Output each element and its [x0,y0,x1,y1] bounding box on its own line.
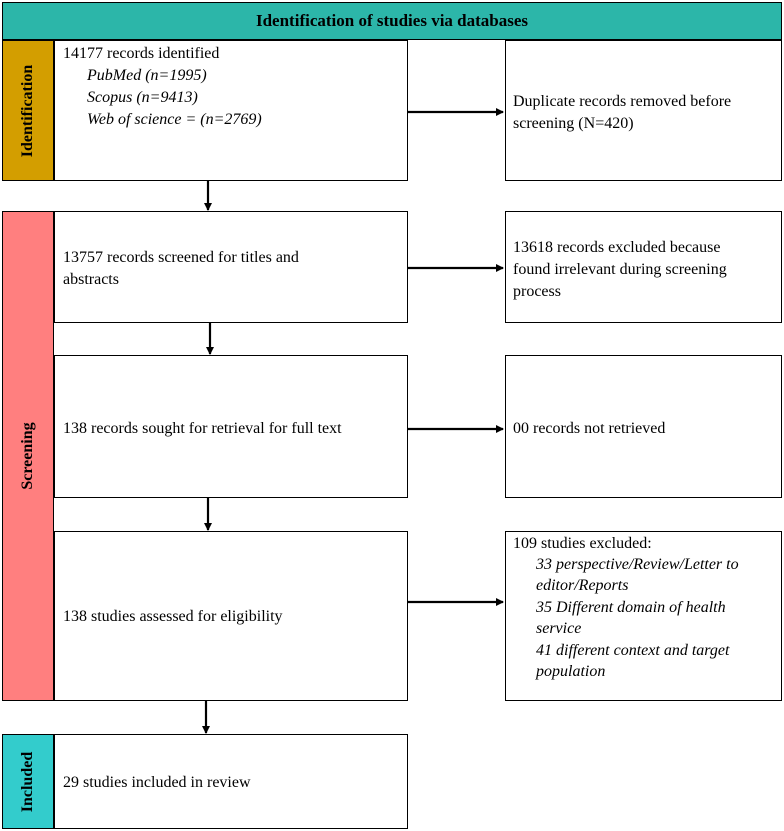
excluded-reason-2b: service [536,620,582,637]
included-text: 29 studies included in review [63,774,251,791]
header-title: Identification of studies via databases [255,11,529,30]
records-not-retrieved-box: 00 records not retrieved [505,355,782,498]
records-excluded-box: 13618 records excluded because found irr… [505,211,782,323]
studies-included-box: 29 studies included in review [54,734,408,829]
stage-included: Included [2,734,54,829]
assessed-text: 138 studies assessed for eligibility [63,608,283,625]
screened-line-1: 13757 records screened for titles and [63,249,299,266]
duplicates-line-2: screening (N=420) [513,115,634,132]
records-identified-title: 14177 records identified [63,45,220,62]
source-web-of-science: Web of science = (n=2769) [87,111,262,128]
excluded-screening-line-3: process [513,283,561,300]
records-identified-box: 14177 records identified PubMed (n=1995)… [54,40,408,181]
records-sought-box: 138 records sought for retrieval for ful… [54,355,408,498]
stage-identification: Identification [2,40,54,181]
studies-excluded-box: 109 studies excluded: 33 perspective/Rev… [505,531,782,701]
excluded-reason-3b: population [536,663,606,680]
studies-assessed-box: 138 studies assessed for eligibility [54,531,408,701]
source-scopus: Scopus (n=9413) [87,89,198,106]
excluded-screening-line-1: 13618 records excluded because [513,239,721,256]
sought-text: 138 records sought for retrieval for ful… [63,420,342,437]
duplicates-removed-box: Duplicate records removed before screeni… [505,40,782,181]
excluded-screening-line-2: found irrelevant during screening [513,261,727,278]
stage-screening: Screening [2,211,54,701]
duplicates-line-1: Duplicate records removed before [513,93,732,110]
records-screened-box: 13757 records screened for titles and ab… [54,211,408,323]
excluded-reason-2a: 35 Different domain of health [536,599,726,616]
source-pubmed: PubMed (n=1995) [87,67,207,84]
screened-line-2: abstracts [63,271,119,288]
not-retrieved-text: 00 records not retrieved [513,420,666,437]
excluded-reason-1a: 33 perspective/Review/Letter to [536,556,739,573]
excluded-reason-1b: editor/Reports [536,577,629,594]
diagram-header: Identification of studies via databases [2,2,782,40]
excluded-studies-title: 109 studies excluded: [513,535,652,552]
excluded-reason-3a: 41 different context and target [536,642,730,659]
